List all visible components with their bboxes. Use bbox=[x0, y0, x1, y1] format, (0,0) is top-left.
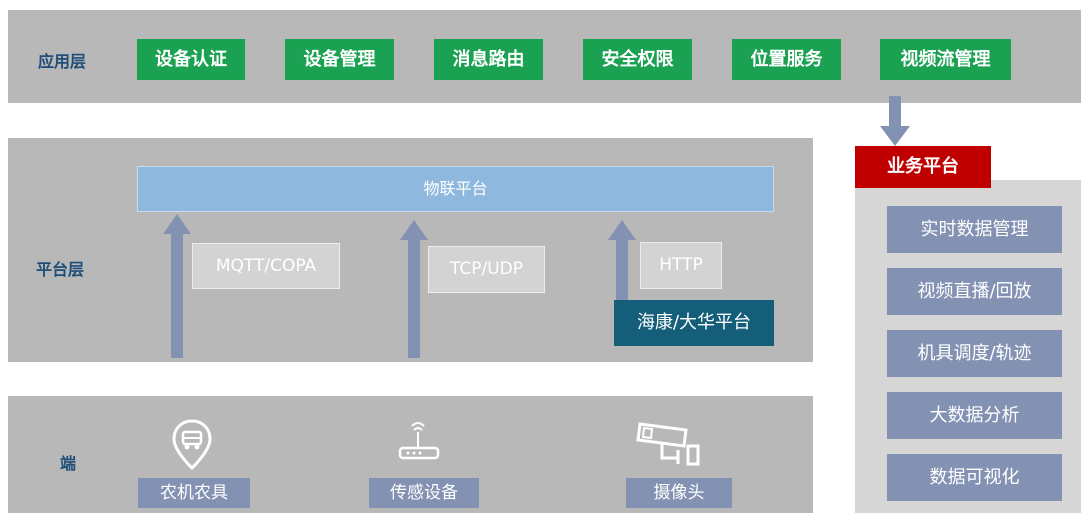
wifi-router-icon bbox=[398, 422, 440, 460]
business-item-dispatch-track: 机具调度/轨迹 bbox=[887, 330, 1062, 377]
platform-layer-label: 平台层 bbox=[36, 260, 85, 279]
camera-icon bbox=[636, 422, 700, 466]
business-item-realtime-data: 实时数据管理 bbox=[887, 206, 1062, 253]
iot-platform-bar: 物联平台 bbox=[137, 166, 774, 212]
device-label-sensor: 传感设备 bbox=[369, 478, 479, 508]
business-platform-title: 业务平台 bbox=[855, 146, 991, 188]
up-arrow-3 bbox=[608, 220, 636, 300]
app-item-device-mgmt: 设备管理 bbox=[285, 39, 394, 80]
app-item-device-auth: 设备认证 bbox=[137, 39, 245, 80]
vendor-platform-box: 海康/大华平台 bbox=[614, 300, 774, 346]
protocol-http: HTTP bbox=[640, 242, 722, 289]
down-arrow-to-business bbox=[880, 96, 910, 146]
protocol-tcp-udp: TCP/UDP bbox=[428, 246, 545, 293]
app-item-security: 安全权限 bbox=[583, 39, 692, 80]
app-item-location: 位置服务 bbox=[732, 39, 841, 80]
tractor-pin-icon bbox=[172, 419, 212, 471]
protocol-mqtt: MQTT/COPA bbox=[192, 243, 340, 289]
device-label-farm-machinery: 农机农具 bbox=[138, 478, 250, 508]
up-arrow-1 bbox=[163, 214, 191, 358]
up-arrow-2 bbox=[400, 220, 428, 358]
app-item-video-stream: 视频流管理 bbox=[880, 39, 1011, 80]
business-item-big-data: 大数据分析 bbox=[887, 392, 1062, 439]
end-layer-label: 端 bbox=[60, 454, 77, 473]
device-label-camera: 摄像头 bbox=[626, 478, 732, 508]
app-layer-label: 应用层 bbox=[38, 52, 87, 71]
app-item-message-routing: 消息路由 bbox=[434, 39, 543, 80]
business-item-visualization: 数据可视化 bbox=[887, 454, 1062, 501]
business-item-video-live: 视频直播/回放 bbox=[887, 268, 1062, 315]
